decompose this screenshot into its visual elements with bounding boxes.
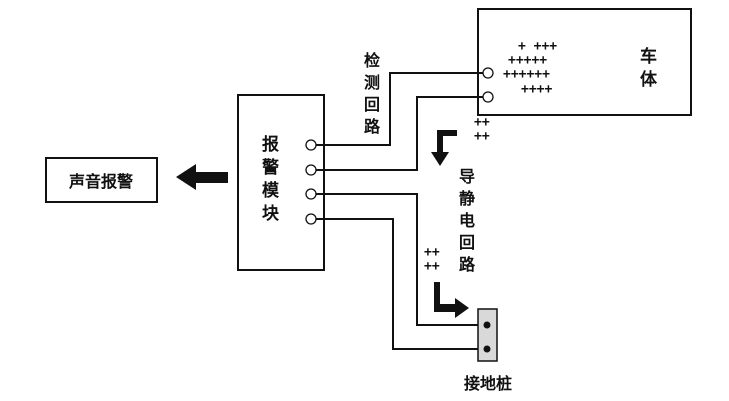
static-loop-label: 导 静 电 回 路 [459,167,476,274]
detect-loop-char: 路 [364,117,381,136]
detect-loop-char: 测 [364,73,380,92]
static-wire-2 [316,218,482,350]
sound-alarm-box [45,157,158,203]
ground-pile-terminal-1 [483,321,491,329]
body-charges: + +++ +++++ ++++++ ++++ [503,39,557,97]
car-body-label-2: 体 [640,69,658,90]
sound-alarm-label: 声音报警 [68,172,133,191]
module-terminal-4 [305,213,317,225]
body-charge-row: +++++ [508,53,547,68]
car-body-terminal-2 [482,91,494,103]
static-wire-1 [316,193,482,326]
ground-pile-label: 接地桩 [464,374,512,393]
static-charge-bottom: ++ [424,245,440,260]
static-loop-char: 回 [459,233,475,252]
ground-pile-terminal-2 [483,345,491,353]
static-loop-char: 路 [459,255,476,274]
ground-pile [477,308,498,362]
static-charge-bottom: ++ [424,259,440,274]
car-body-label-1: 车 [640,46,657,67]
module-terminal-3 [305,188,317,200]
arrow-down-icon [431,130,457,166]
alarm-module-label-3: 模 [262,180,280,201]
alarm-module-label-2: 警 [261,157,279,178]
car-body-box [477,8,692,116]
car-body-terminal-1 [482,67,494,79]
wires [316,72,483,350]
detect-wire-2 [316,96,483,171]
detect-wire-1 [316,72,483,146]
static-charge-top: ++ [474,115,490,130]
detect-loop-char: 检 [364,51,380,70]
alarm-module-label-1: 报 [262,134,279,155]
module-terminal-1 [305,139,317,151]
detect-loop-char: 回 [364,95,380,114]
static-loop-char: 静 [459,189,475,208]
detect-loop-label: 检 测 回 路 [364,51,381,136]
body-charge-row: ++++ [521,82,552,97]
alarm-module-box [237,94,325,271]
module-terminal-2 [305,164,317,176]
body-charge-row: + +++ [518,39,557,54]
static-charge-top: ++ [474,129,490,144]
alarm-module-label-4: 块 [262,204,280,224]
arrow-right-icon [434,282,469,318]
static-loop-char: 电 [459,211,475,230]
static-loop-char: 导 [459,167,475,186]
body-charge-row: ++++++ [503,67,550,82]
arrow-left-icon [176,164,228,190]
